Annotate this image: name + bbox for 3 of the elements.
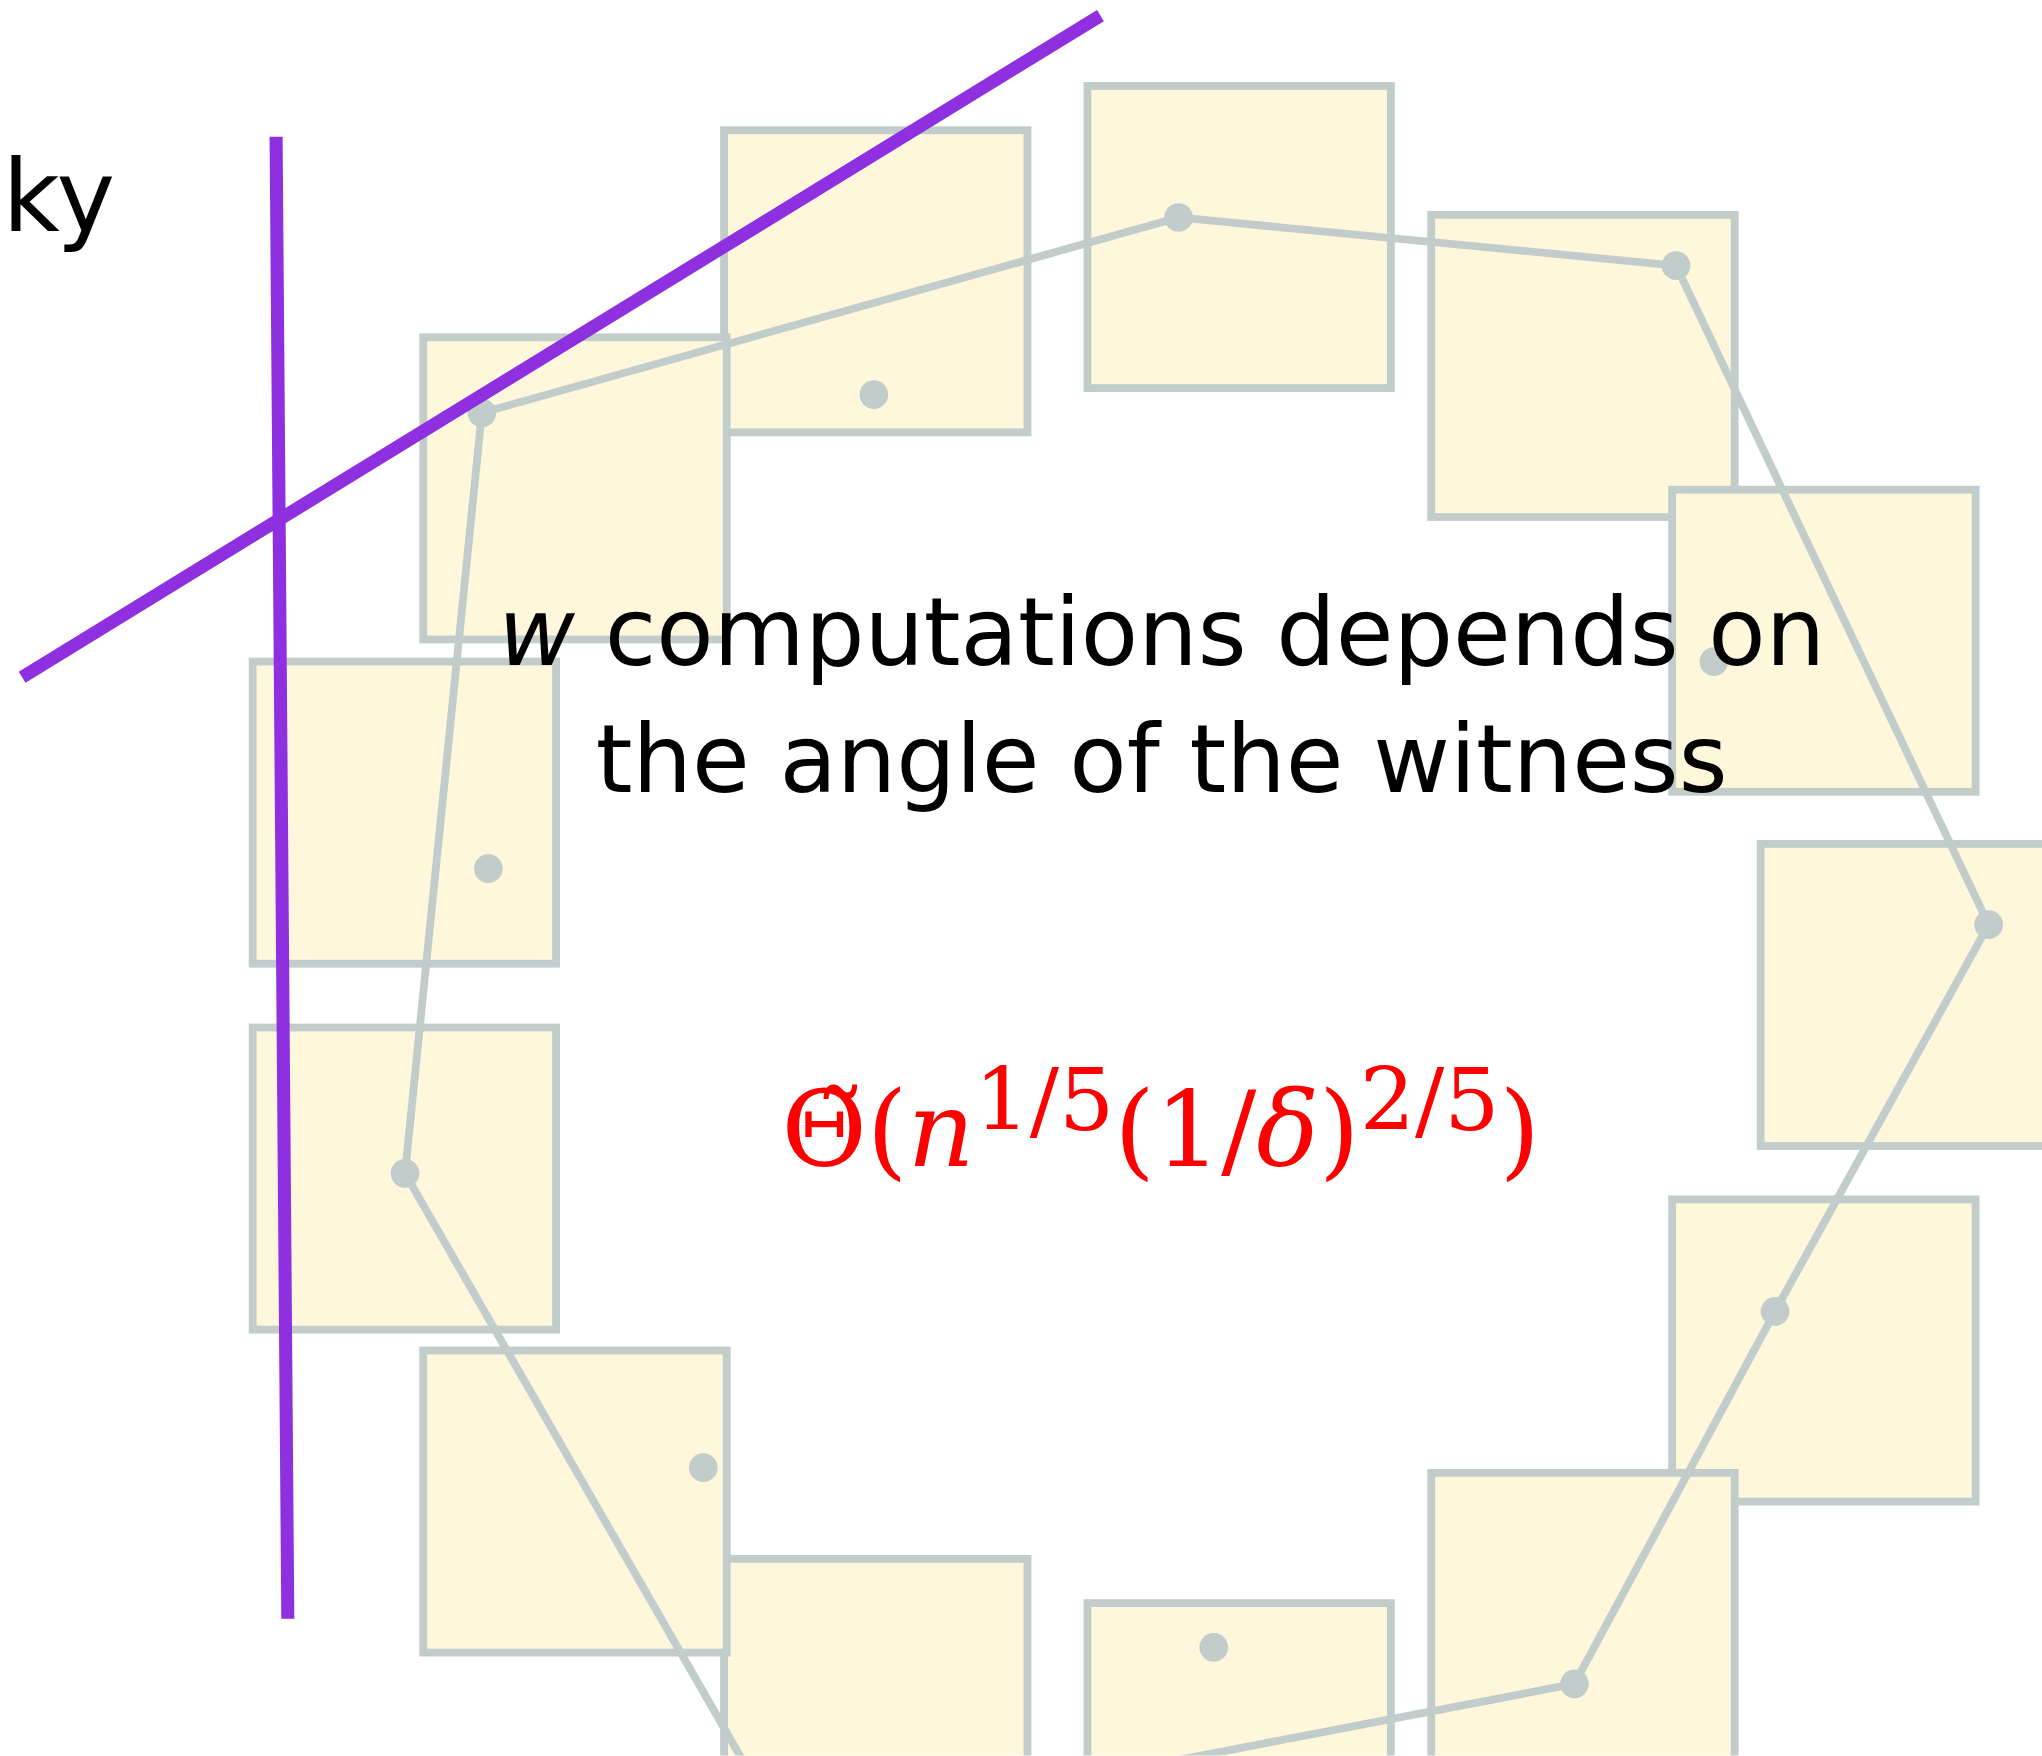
formula-text: Θ̃(n$^{1/5}$(1/δ)$^{2/5}$): [781, 1048, 1541, 1194]
caption-text: w computations depends on the angle of the witness: [497, 577, 1827, 817]
cropped-text: ky: [2, 137, 115, 256]
